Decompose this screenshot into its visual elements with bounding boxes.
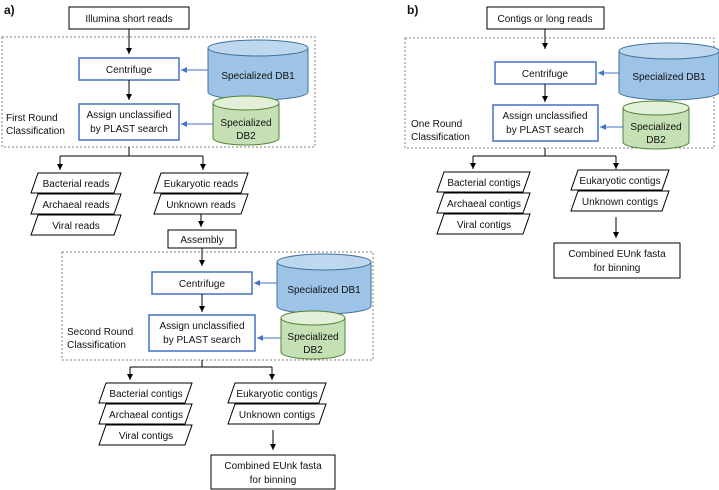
final-output-box-a: Combined EUnk fasta for binning xyxy=(210,454,336,490)
reads-item-bacterial: Bacterial reads xyxy=(30,172,122,194)
contigs-input-box: Contigs or long reads xyxy=(486,6,605,30)
panel-a-letter: a) xyxy=(4,3,15,17)
contigs-item-archaeal-b: Archaeal contigs xyxy=(436,192,531,214)
contigs-input-label: Contigs or long reads xyxy=(497,14,592,25)
final-output-box-b: Combined EUnk fasta for binning xyxy=(553,242,681,279)
contigs-item-eukaryotic: Eukaryotic contigs xyxy=(227,382,327,404)
assembly-box: Assembly xyxy=(167,229,237,249)
first-round-container xyxy=(1,36,316,148)
contigs-right-label: Unknown contigs xyxy=(239,410,315,421)
db2-cylinder-r1: Specialized DB2 xyxy=(212,95,280,146)
centrifuge-box-r2: Centrifuge xyxy=(151,271,253,295)
reads-item-unknown: Unknown reads xyxy=(153,193,249,215)
illumina-input-box: Illumina short reads xyxy=(68,6,190,30)
db2-label-line2: DB2 xyxy=(646,135,666,146)
second-round-label-line1: Second Round xyxy=(67,327,133,338)
reads-item-viral: Viral reads xyxy=(30,214,122,236)
assign-label-line1: Assign unclassified xyxy=(502,111,587,122)
reads-right-label: Eukaryotic reads xyxy=(164,179,238,190)
db2-label-line1: Specialized xyxy=(287,332,338,343)
centrifuge-box-r1: Centrifuge xyxy=(78,57,180,81)
centrifuge-label: Centrifuge xyxy=(179,279,226,290)
assign-label-line2: by PLAST search xyxy=(90,124,168,135)
second-round-label-line2: Classification xyxy=(67,340,126,351)
db2-label-line2: DB2 xyxy=(236,131,256,142)
final-label-line2: for binning xyxy=(250,475,297,486)
db1-label: Specialized DB1 xyxy=(221,71,295,82)
assign-box-b: Assign unclassified by PLAST search xyxy=(492,104,599,142)
illumina-input-label: Illumina short reads xyxy=(85,14,172,25)
one-round-label-line1: One Round xyxy=(411,119,462,130)
contigs-left-label: Viral contigs xyxy=(119,431,173,442)
contigs-item-viral-b: Viral contigs xyxy=(436,213,531,235)
contigs-item-unknown: Unknown contigs xyxy=(227,403,327,425)
one-round-label-line2: Classification xyxy=(411,132,470,143)
db2-label-line1: Specialized xyxy=(630,122,681,133)
panel-b-letter: b) xyxy=(407,3,418,17)
contigs-right-label: Eukaryotic contigs xyxy=(236,389,317,400)
first-round-label-line2: Classification xyxy=(6,126,65,137)
final-label-line1: Combined EUnk fasta xyxy=(224,461,322,472)
reads-item-eukaryotic: Eukaryotic reads xyxy=(153,172,249,194)
contigs-item-archaeal: Archaeal contigs xyxy=(98,403,193,425)
contigs-left-label: Viral contigs xyxy=(457,220,511,231)
reads-left-label: Archaeal reads xyxy=(42,200,109,211)
reads-left-label: Bacterial reads xyxy=(43,179,110,190)
assign-label-line1: Assign unclassified xyxy=(159,321,244,332)
assign-box-r1: Assign unclassified by PLAST search xyxy=(78,103,180,141)
db2-label-line2: DB2 xyxy=(303,345,323,356)
db2-label-line1: Specialized xyxy=(220,118,271,129)
contigs-right-label: Unknown contigs xyxy=(582,197,658,208)
contigs-left-label: Bacterial contigs xyxy=(109,389,182,400)
contigs-item-eukaryotic-b: Eukaryotic contigs xyxy=(570,169,670,191)
final-label-line1: Combined EUnk fasta xyxy=(568,249,666,260)
final-label-line2: for binning xyxy=(594,263,641,274)
assign-label-line2: by PLAST search xyxy=(506,125,584,136)
db1-cylinder-b: Specialized DB1 xyxy=(618,42,719,101)
reads-item-archaeal: Archaeal reads xyxy=(30,193,122,215)
assembly-label: Assembly xyxy=(180,235,223,246)
contigs-left-label: Bacterial contigs xyxy=(447,178,520,189)
db1-label: Specialized DB1 xyxy=(287,285,361,296)
contigs-right-label: Eukaryotic contigs xyxy=(579,176,660,187)
assign-label-line2: by PLAST search xyxy=(163,335,241,346)
assign-label-line1: Assign unclassified xyxy=(86,110,171,121)
contigs-item-unknown-b: Unknown contigs xyxy=(570,190,670,212)
reads-right-label: Unknown reads xyxy=(166,200,235,211)
db1-cylinder-r1: Specialized DB1 xyxy=(207,39,309,101)
db2-cylinder-r2: Specialized DB2 xyxy=(280,310,346,360)
centrifuge-label: Centrifuge xyxy=(522,69,569,80)
db1-cylinder-r2: Specialized DB1 xyxy=(276,253,372,315)
contigs-item-viral: Viral contigs xyxy=(98,424,193,446)
reads-left-label: Viral reads xyxy=(52,221,100,232)
centrifuge-label: Centrifuge xyxy=(106,65,153,76)
contigs-item-bacterial-b: Bacterial contigs xyxy=(436,171,531,193)
first-round-label-line1: First Round xyxy=(6,113,58,124)
second-round-container xyxy=(61,251,374,361)
contigs-left-label: Archaeal contigs xyxy=(109,410,183,421)
contigs-left-label: Archaeal contigs xyxy=(447,199,521,210)
contigs-item-bacterial: Bacterial contigs xyxy=(98,382,193,404)
centrifuge-box-b: Centrifuge xyxy=(494,61,597,85)
assign-box-r2: Assign unclassified by PLAST search xyxy=(148,314,256,352)
db2-cylinder-b: Specialized DB2 xyxy=(622,100,690,150)
db1-label: Specialized DB1 xyxy=(632,72,706,83)
